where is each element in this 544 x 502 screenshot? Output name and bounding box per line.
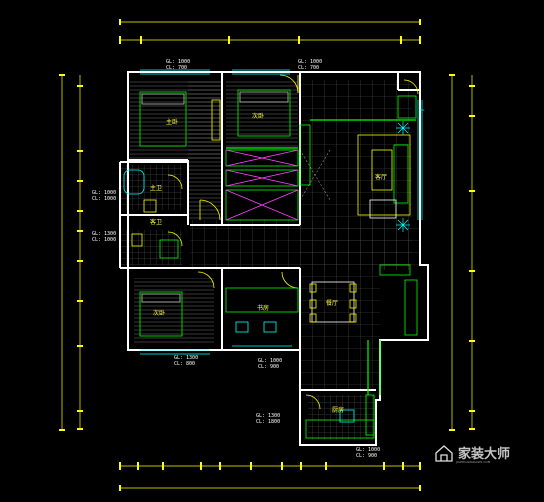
windows [140,69,424,355]
room-kitchen: 厨房 [332,407,345,414]
watermark: 家装大师 JIAZHUANGDASHI.COM [432,440,511,465]
closet-low [225,189,299,221]
plants [396,121,410,232]
room-study: 书房 [257,305,270,312]
dining-table [311,281,355,323]
bed-2 [237,89,291,137]
closet-mid [225,169,299,187]
room-guest-bath: 客卫 [150,219,163,226]
wardrobe [211,99,221,141]
sliding-doors [226,119,416,395]
room-bathroom: 主卫 [150,185,163,192]
guest-toilet [131,233,143,247]
dimension-ticks [59,19,475,491]
room-second-bedroom: 次卧 [252,113,265,120]
tub [123,169,145,195]
room-dining: 餐厅 [326,300,339,307]
tv-cabinet [299,124,311,186]
desk [225,287,299,313]
walls [119,71,429,446]
room-master-bedroom: 主卧 [166,119,179,126]
floor-fills [120,80,420,440]
watermark-text: 家装大师 [458,446,511,462]
dimension-lines [61,21,473,489]
watermark-logo-icon [435,445,453,462]
ceiling-lines [299,149,331,201]
sofa [357,134,411,216]
master-bed [139,91,187,147]
watermark-subtext: JIAZHUANGDASHI.COM [456,460,491,464]
room-living: 客厅 [375,174,388,181]
bed-3 [139,291,183,337]
closet-top [225,149,299,167]
furniture [123,89,418,439]
sideboard [379,264,411,276]
room-third-bedroom: 次卧 [153,310,166,317]
